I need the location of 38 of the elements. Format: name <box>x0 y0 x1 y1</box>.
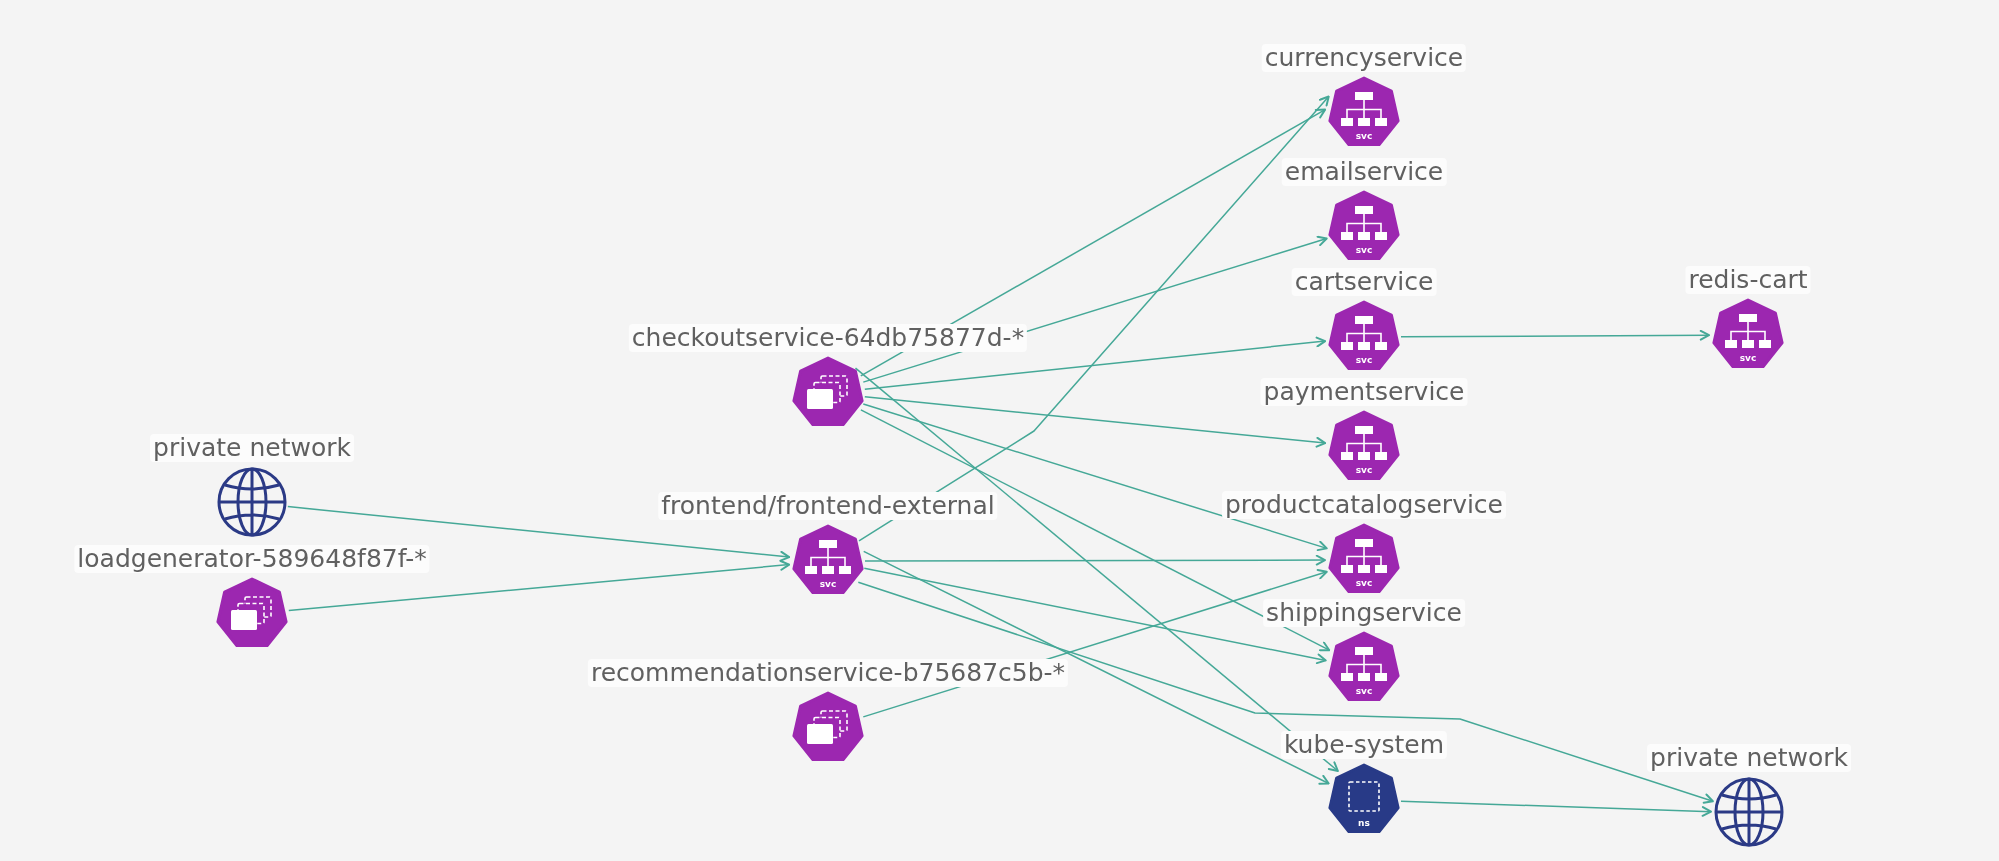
arrow <box>864 336 1327 390</box>
arrow <box>860 409 1331 652</box>
type-label: ns <box>1358 818 1370 828</box>
type-label: svc <box>1355 355 1373 365</box>
arrow <box>864 395 1327 448</box>
type-label: svc <box>1355 245 1373 255</box>
node-label: productcatalogservice <box>1222 491 1506 519</box>
arrow <box>862 550 1330 785</box>
node-label: loadgenerator-589648f87f-* <box>74 545 430 573</box>
arrow <box>860 108 1327 377</box>
node-label: frontend/frontend-external <box>658 492 998 520</box>
type-label: svc <box>1355 686 1373 696</box>
arrow <box>857 581 1714 804</box>
type-label: svc <box>1355 465 1373 475</box>
arrow <box>287 505 791 562</box>
type-label: svc <box>819 579 837 589</box>
node-label: emailservice <box>1281 158 1447 186</box>
arrow <box>864 554 1326 566</box>
node-label: checkoutservice-64db75877d-* <box>628 324 1028 352</box>
node-label: private network <box>1647 744 1851 772</box>
arrow <box>288 560 791 612</box>
arrow <box>858 95 1330 542</box>
node-label: cartservice <box>1291 268 1437 296</box>
type-label: svc <box>1355 131 1373 141</box>
arrow <box>1400 800 1712 817</box>
node-label: redis-cart <box>1685 266 1811 294</box>
node-label: shippingservice <box>1263 599 1465 627</box>
node-label: kube-system <box>1280 731 1448 759</box>
arrow <box>1400 329 1710 341</box>
type-label: svc <box>1739 353 1757 363</box>
arrow <box>854 367 1339 772</box>
arrow <box>862 403 1328 552</box>
node-label: currencyservice <box>1261 44 1467 72</box>
arrow <box>863 567 1327 665</box>
type-label: svc <box>1355 578 1373 588</box>
node-label: recommendationservice-b75687c5b-* <box>587 659 1069 687</box>
node-label: private network <box>150 434 354 462</box>
node-label: paymentservice <box>1260 378 1468 406</box>
